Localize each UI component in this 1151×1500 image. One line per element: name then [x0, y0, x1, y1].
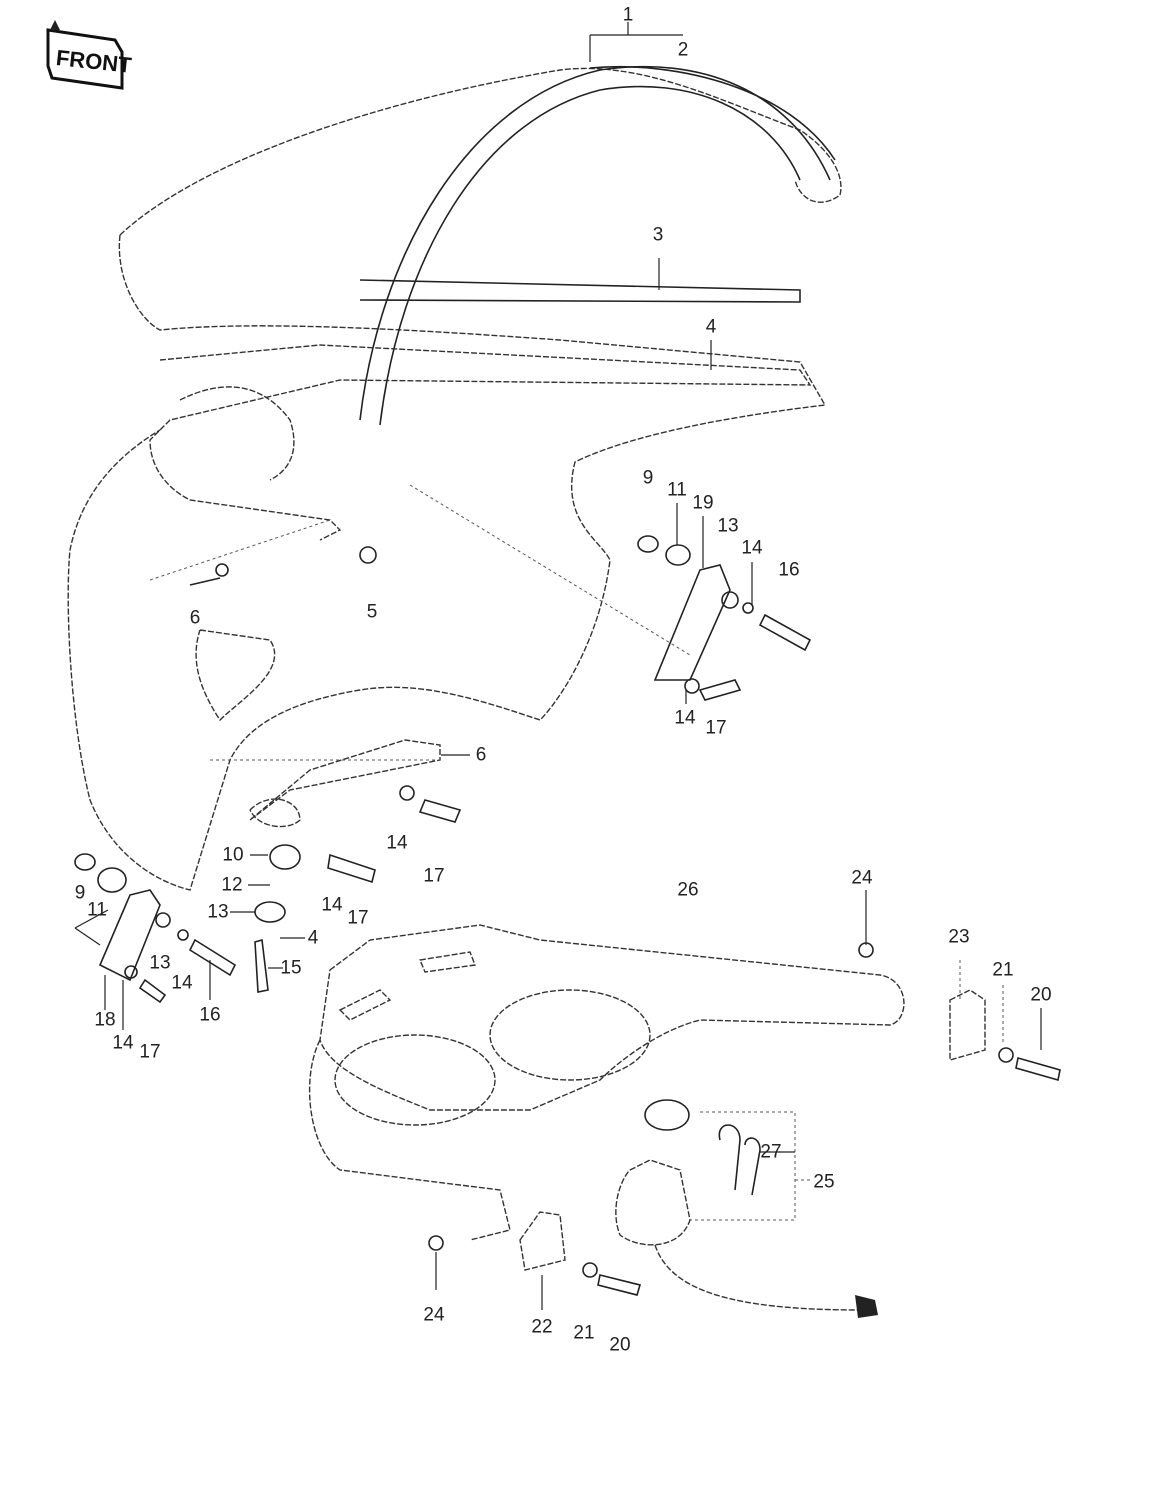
part-callout-19: 19: [692, 492, 714, 514]
part-callout-13: 13: [207, 901, 229, 923]
mount-bracket-right: [949, 989, 986, 1061]
part-callout-14: 14: [674, 707, 696, 729]
part-callout-6: 6: [475, 744, 487, 766]
ignition-ring: [644, 1099, 690, 1131]
part-callout-4: 4: [307, 927, 319, 949]
lower-bracket: [149, 344, 812, 541]
part-callout-21: 21: [992, 959, 1014, 981]
front-direction-logo: FRONT: [46, 20, 133, 90]
part-callout-26: 26: [677, 879, 699, 901]
part-callout-20: 20: [609, 1334, 631, 1356]
part-callout-13: 13: [149, 952, 171, 974]
part-callout-13: 13: [717, 515, 739, 537]
part-callout-6: 6: [189, 607, 201, 629]
part-callout-21: 21: [573, 1322, 595, 1344]
part-callout-10: 10: [222, 844, 244, 866]
part-callout-16: 16: [199, 1004, 221, 1026]
part-callout-27: 27: [760, 1141, 782, 1163]
part-callout-22: 22: [531, 1316, 553, 1338]
part-callout-15: 15: [280, 957, 302, 979]
ignition-switch: [615, 1159, 691, 1246]
part-callout-14: 14: [171, 972, 193, 994]
fairing-frame: [359, 65, 831, 426]
windshield: [67, 67, 842, 891]
mount-bracket-left: [519, 1211, 566, 1271]
part-callout-18: 18: [94, 1009, 116, 1031]
part-callout-16: 16: [778, 559, 800, 581]
meter-panel: [319, 924, 905, 1111]
part-callout-3: 3: [652, 224, 664, 246]
part-callout-5: 5: [366, 601, 378, 623]
part-callout-17: 17: [139, 1041, 161, 1063]
part-callout-17: 17: [705, 717, 727, 739]
part-callout-11: 11: [87, 899, 107, 921]
part-callout-24: 24: [423, 1304, 445, 1326]
lower-stay: [249, 739, 441, 821]
part-callout-14: 14: [386, 832, 408, 854]
stay-bar: [359, 279, 801, 303]
part-callout-11: 11: [667, 479, 687, 501]
meter-hole-left: [334, 1034, 496, 1126]
meter-hole-right: [489, 989, 651, 1081]
part-callout-25: 25: [813, 1171, 835, 1193]
part-callout-9: 9: [642, 467, 654, 489]
part-callout-12: 12: [221, 874, 243, 896]
part-callout-14: 14: [112, 1032, 134, 1054]
part-callout-14: 14: [741, 537, 763, 559]
part-callout-24: 24: [851, 867, 873, 889]
part-callout-17: 17: [347, 907, 369, 929]
part-callout-17: 17: [423, 865, 445, 887]
keys: [718, 1124, 761, 1196]
part-callout-14: 14: [321, 894, 343, 916]
part-callout-4: 4: [705, 316, 717, 338]
ignition-cable: [654, 1244, 861, 1311]
part-callout-23: 23: [948, 926, 970, 948]
part-callout-1: 1: [622, 4, 634, 26]
part-callout-2: 2: [677, 39, 689, 61]
part-callout-20: 20: [1030, 984, 1052, 1006]
part-callout-9: 9: [74, 882, 86, 904]
